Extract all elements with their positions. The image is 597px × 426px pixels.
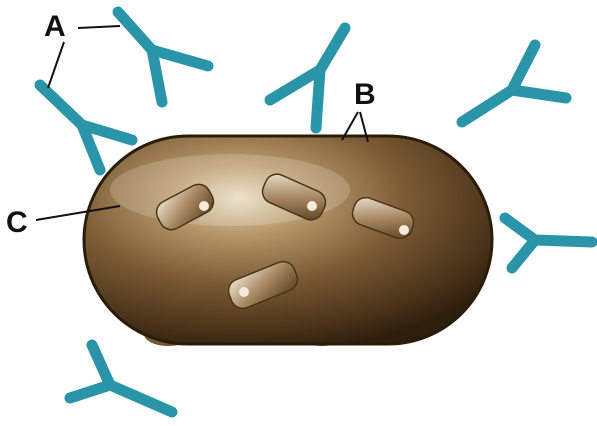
antibody-icon <box>270 28 345 128</box>
antibody-icon <box>462 45 566 122</box>
leader-line-a-2 <box>48 42 64 88</box>
antibody-icon <box>118 12 208 102</box>
label-b: B <box>354 78 376 111</box>
antibody-icon <box>505 218 592 268</box>
antibody-icon <box>40 85 132 170</box>
label-c: C <box>6 206 28 239</box>
label-a-group: A <box>44 10 120 88</box>
leader-line-a-1 <box>78 26 120 28</box>
label-b-group: B <box>342 78 376 142</box>
antibody-icon <box>70 345 172 412</box>
rod-shaped-bacterium-icon <box>84 136 492 346</box>
label-a: A <box>44 10 66 43</box>
